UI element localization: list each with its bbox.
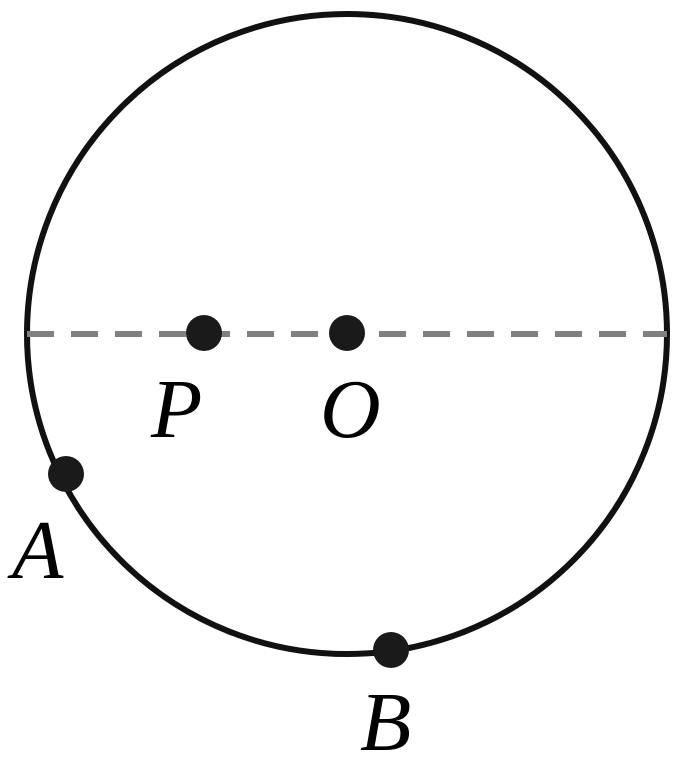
label-o: O (320, 363, 381, 456)
point-b (373, 632, 409, 668)
point-p (186, 315, 222, 351)
label-b: B (360, 676, 411, 764)
label-p: P (150, 363, 202, 456)
label-a: A (7, 504, 64, 597)
point-o (329, 315, 365, 351)
point-a (48, 456, 84, 492)
